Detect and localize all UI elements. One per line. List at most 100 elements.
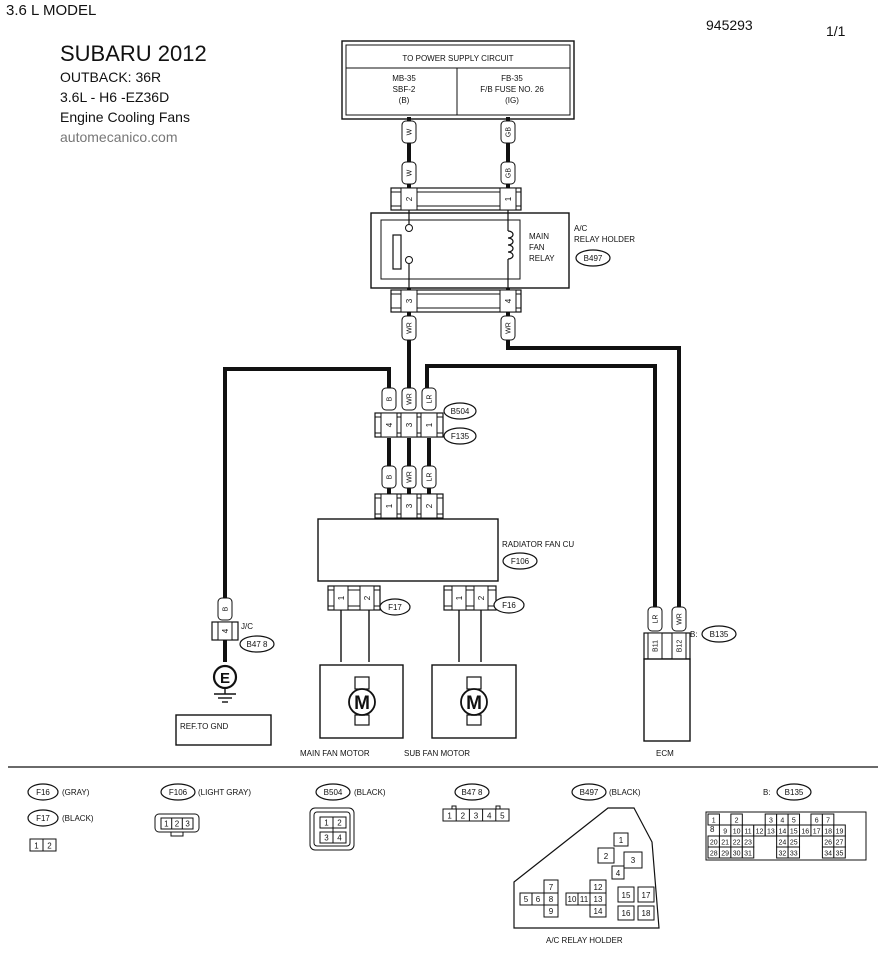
svg-text:B: B bbox=[387, 396, 394, 401]
b135-pin-number: 3 bbox=[769, 818, 773, 825]
b135-pin-number: 28 bbox=[710, 851, 718, 858]
title-block: SUBARU 2012 OUTBACK: 36R 3.6L - H6 -EZ36… bbox=[60, 41, 207, 147]
svg-text:9: 9 bbox=[549, 907, 554, 916]
f17-connector: 1 2 bbox=[327, 585, 381, 611]
b135-pin-number: 2 bbox=[735, 818, 739, 825]
radiator-fan-cu-box bbox=[317, 518, 499, 582]
tag-wr-relay-left: WR bbox=[401, 315, 417, 341]
svg-text:B: B bbox=[223, 606, 230, 611]
svg-text:5: 5 bbox=[524, 895, 529, 904]
tag-lr-top: LR bbox=[421, 387, 437, 411]
svg-text:B47 8: B47 8 bbox=[247, 640, 268, 649]
motor-leads bbox=[340, 610, 482, 662]
sub-motor-symbol-icon: M bbox=[466, 693, 482, 714]
relay-pin-1: 1 bbox=[504, 196, 513, 201]
system-name: Engine Cooling Fans bbox=[60, 109, 190, 125]
power-right-line1: FB-35 bbox=[501, 74, 523, 83]
b135-pin-number: 29 bbox=[721, 851, 729, 858]
svg-text:2: 2 bbox=[604, 852, 609, 861]
tag-w-lower: W bbox=[401, 161, 417, 185]
svg-text:2: 2 bbox=[461, 812, 466, 821]
svg-text:B135: B135 bbox=[785, 788, 804, 797]
b135-pin-number: 17 bbox=[813, 829, 821, 836]
f17-bubble: F17 bbox=[379, 598, 411, 616]
svg-text:F135: F135 bbox=[451, 432, 470, 441]
tag-lr-ecm: LR bbox=[647, 606, 663, 632]
b135-pin-number: 1 bbox=[712, 818, 716, 825]
b504-bubble: B504 bbox=[443, 402, 477, 420]
svg-text:(BLACK): (BLACK) bbox=[62, 814, 94, 823]
ecm-pin-b11: B11 bbox=[653, 640, 660, 652]
inline-connector: 4 3 1 bbox=[374, 412, 444, 438]
f16-connector: 1 2 bbox=[443, 585, 497, 611]
ecm-box bbox=[643, 658, 691, 742]
svg-text:18: 18 bbox=[642, 909, 651, 918]
b135-pin-number: 19 bbox=[836, 829, 844, 836]
b135-pin-number: 35 bbox=[836, 851, 844, 858]
jc-connector: 4 bbox=[211, 621, 239, 641]
legend-f17: F17 (BLACK) bbox=[27, 809, 94, 827]
b135-pin-number: 26 bbox=[824, 840, 832, 847]
relay-pin-4: 4 bbox=[504, 298, 513, 303]
ecm-label: ECM bbox=[656, 749, 674, 758]
b478-pin-5: 5 bbox=[500, 812, 505, 821]
f16-pin-1: 1 bbox=[455, 595, 464, 600]
ecm-prefix: B: bbox=[690, 630, 698, 639]
b135-pin-number: 13 bbox=[767, 829, 775, 836]
b135-pin-number: 23 bbox=[744, 840, 752, 847]
relay-connector-top: 2 1 bbox=[390, 187, 522, 211]
svg-text:WR: WR bbox=[407, 471, 414, 483]
legend-b478: B47 8 bbox=[454, 783, 490, 801]
power-left-line3: (B) bbox=[399, 96, 410, 105]
relay-holder-label-line1: A/C bbox=[574, 224, 588, 233]
main-fan-motor: M bbox=[319, 664, 404, 739]
fancu-pin-3: 3 bbox=[405, 503, 414, 508]
legend-b135: B: B135 bbox=[763, 783, 812, 801]
svg-text:4: 4 bbox=[337, 834, 342, 843]
b135-pin-number: 21 bbox=[721, 840, 729, 847]
relay-label-line2: FAN bbox=[529, 243, 545, 252]
svg-text:2: 2 bbox=[47, 842, 52, 851]
b135-pin-cell bbox=[833, 846, 846, 859]
svg-text:LR: LR bbox=[653, 615, 660, 624]
b135-pin-number: 14 bbox=[778, 829, 786, 836]
svg-text:F17: F17 bbox=[388, 603, 402, 612]
svg-text:WR: WR bbox=[407, 393, 414, 405]
b135-pin-number: 18 bbox=[824, 829, 832, 836]
svg-text:WR: WR bbox=[677, 613, 684, 625]
legend-relay-holder: 1 2 3 4 5 6 7 8 9 10 11 12 13 14 15 16 1… bbox=[513, 807, 660, 929]
b135-pin-number: 12 bbox=[756, 829, 764, 836]
b135-pin-number: 31 bbox=[744, 851, 752, 858]
fan-cu-label: RADIATOR FAN CU bbox=[502, 540, 574, 549]
inline-pin-3: 3 bbox=[405, 422, 414, 427]
f17-pin-1: 1 bbox=[337, 595, 346, 600]
tag-wr-ecm: WR bbox=[671, 606, 687, 632]
b135-pin-number: 16 bbox=[801, 829, 809, 836]
b135-pin-number: 30 bbox=[733, 851, 741, 858]
b135-pin-cell bbox=[787, 846, 801, 859]
jc-pin-4: 4 bbox=[221, 628, 230, 633]
svg-text:1: 1 bbox=[324, 819, 329, 828]
b135-pin-cell bbox=[707, 813, 720, 826]
sub-fan-motor-label: SUB FAN MOTOR bbox=[404, 749, 470, 758]
f17-pin-2: 2 bbox=[363, 595, 372, 600]
svg-text:13: 13 bbox=[594, 895, 603, 904]
svg-text:B504: B504 bbox=[451, 407, 470, 416]
b135-pin-number: 7 bbox=[826, 818, 830, 825]
svg-text:1: 1 bbox=[619, 836, 624, 845]
main-motor-symbol-icon: M bbox=[354, 693, 370, 714]
svg-text:(GRAY): (GRAY) bbox=[62, 788, 90, 797]
svg-text:F16: F16 bbox=[36, 788, 50, 797]
relay-holder-caption: A/C RELAY HOLDER bbox=[546, 936, 623, 945]
svg-text:GB: GB bbox=[506, 168, 513, 178]
b135-pin-number: 33 bbox=[790, 851, 798, 858]
ref-to-gnd-box: REF.TO GND bbox=[175, 714, 272, 746]
b135-pin-number: 15 bbox=[790, 829, 798, 836]
svg-text:2: 2 bbox=[175, 820, 180, 829]
svg-text:B497: B497 bbox=[580, 788, 599, 797]
svg-text:F106: F106 bbox=[169, 788, 188, 797]
svg-text:REF.TO GND: REF.TO GND bbox=[180, 722, 229, 731]
svg-text:17: 17 bbox=[642, 891, 651, 900]
